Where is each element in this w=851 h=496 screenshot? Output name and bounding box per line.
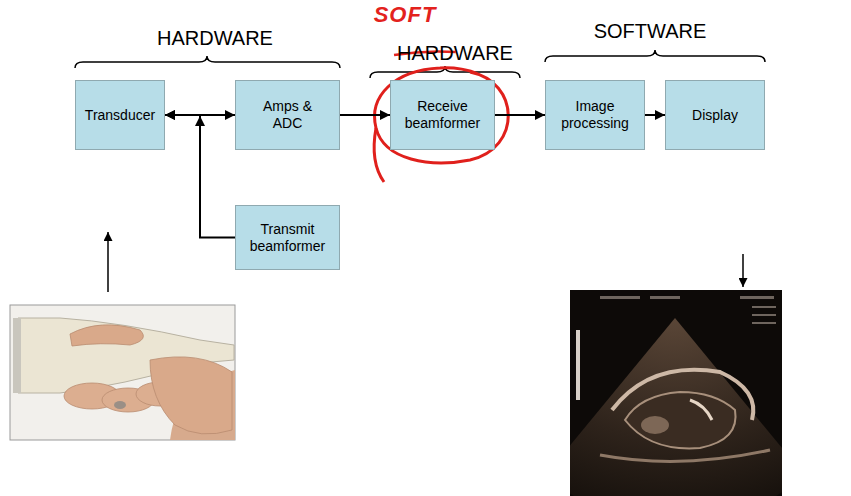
- section-label: HARDWARE: [397, 42, 513, 65]
- pointer-arrow: [107, 232, 109, 292]
- signal-arrow: [165, 115, 235, 238]
- box-label: Transmit beamformer: [244, 221, 331, 255]
- signal-arrow: [495, 114, 545, 116]
- process-box: Image processing: [545, 80, 645, 150]
- signal-arrow: [340, 114, 390, 116]
- box-label: Display: [692, 107, 738, 124]
- process-box: Transmit beamformer: [235, 205, 340, 270]
- brace: [545, 50, 765, 62]
- section-label: SOFTWARE: [594, 20, 707, 43]
- section-label: HARDWARE: [157, 27, 273, 50]
- signal-arrow: [645, 114, 665, 116]
- ultrasound-image: [545, 290, 805, 496]
- box-label: Image processing: [554, 98, 636, 132]
- junction-arrowhead: [195, 116, 205, 126]
- highlight-circle: [375, 68, 509, 163]
- handwritten-correction: SOFT: [374, 2, 437, 28]
- brace: [75, 56, 340, 68]
- highlight-circle-tail: [374, 128, 384, 182]
- box-label: Receive beamformer: [399, 98, 486, 132]
- process-box: Receive beamformer: [390, 80, 495, 150]
- process-box: Amps & ADC: [235, 80, 340, 150]
- pointer-arrow: [742, 254, 744, 287]
- process-box: Transducer: [75, 80, 165, 150]
- process-box: Display: [665, 80, 765, 150]
- box-label: Transducer: [85, 107, 155, 124]
- probe-photo: [10, 305, 235, 440]
- box-label: Amps & ADC: [258, 98, 318, 132]
